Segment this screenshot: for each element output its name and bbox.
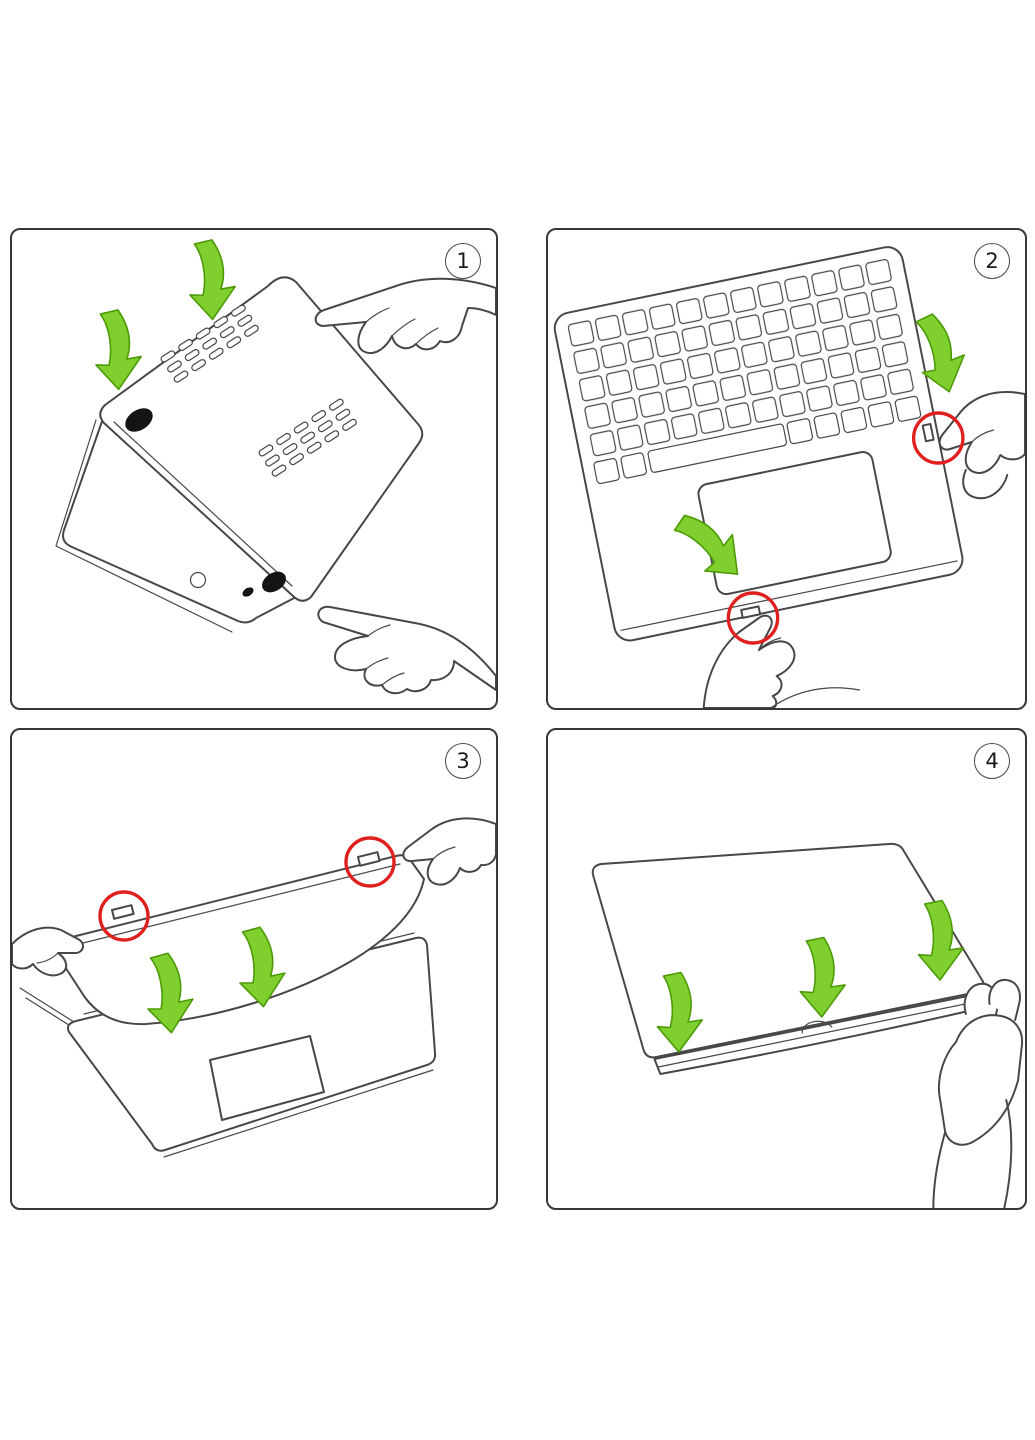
step-panel-1: 1	[10, 228, 498, 710]
step-4-illustration	[591, 842, 1024, 1208]
clip-tab	[111, 904, 135, 920]
case-cover	[53, 851, 425, 1026]
hinge-dot	[242, 587, 254, 597]
step-panel-3: 3	[10, 728, 498, 1210]
rubber-foot	[125, 408, 153, 432]
red-highlight-circle	[98, 890, 150, 942]
red-highlight-circle	[726, 591, 780, 645]
step-3-illustration	[12, 817, 496, 1158]
hand-illustration	[702, 614, 861, 708]
hand-illustration	[317, 605, 496, 695]
keyboard-keys	[565, 256, 918, 461]
green-arrow-icon	[91, 307, 147, 393]
hand-illustration	[12, 926, 84, 977]
step-number-badge: 2	[974, 243, 1010, 279]
hand-illustration	[402, 817, 496, 886]
rubber-foot	[262, 571, 286, 593]
keyboard-bottom-row	[593, 395, 922, 485]
laptop-base	[66, 932, 437, 1158]
hand-illustration	[932, 978, 1024, 1208]
green-arrow-icon	[185, 237, 241, 323]
step-number-badge: 3	[445, 743, 481, 779]
laptop-bottom-shell	[99, 276, 424, 602]
clip-tab	[357, 851, 381, 867]
thumb-notch	[801, 1020, 833, 1034]
step-1-illustration	[55, 237, 496, 695]
hand-illustration	[938, 391, 1025, 500]
laptop-keyboard-deck	[553, 246, 964, 642]
red-highlight-circle	[911, 411, 965, 465]
clip-tab	[921, 423, 935, 443]
logo-ring	[189, 571, 207, 589]
red-highlight-circle	[344, 836, 396, 888]
laptop-screen-open	[55, 409, 299, 633]
step-number-badge: 4	[974, 743, 1010, 779]
clip-tab	[740, 605, 762, 619]
step-number-badge: 1	[445, 243, 481, 279]
trackpad	[209, 1035, 325, 1121]
hand-illustration	[314, 277, 496, 354]
step-2-illustration	[553, 246, 1025, 708]
step-panel-4: 4	[546, 728, 1027, 1210]
step-panel-2: 2	[546, 228, 1027, 710]
